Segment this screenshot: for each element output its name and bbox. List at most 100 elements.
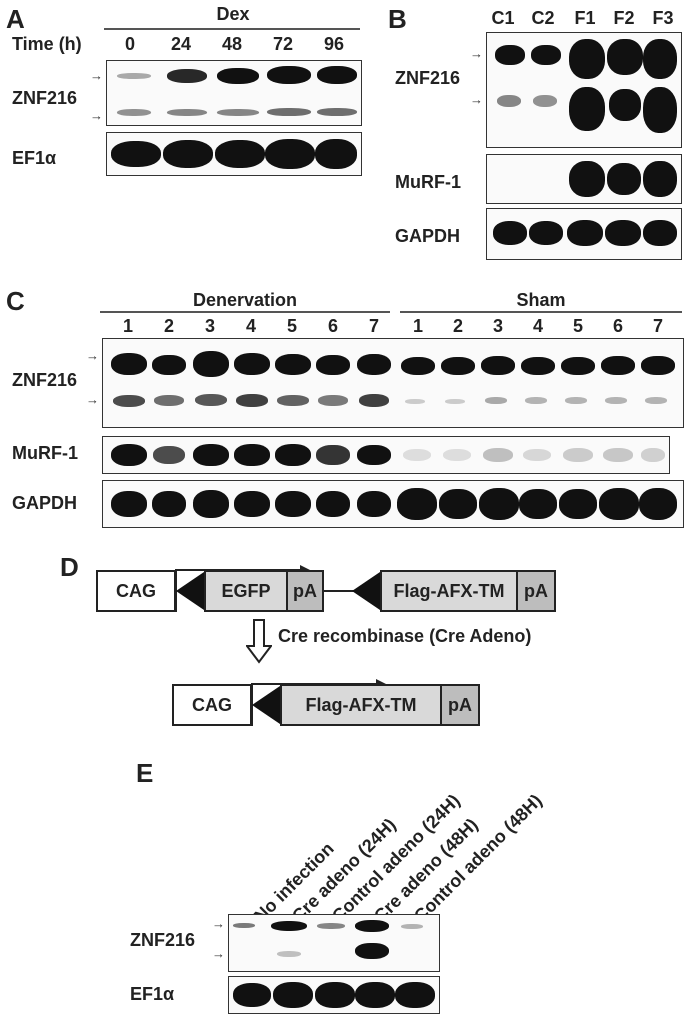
band — [355, 982, 395, 1008]
blot-b-murf1 — [486, 154, 682, 204]
time-lane-72: 72 — [272, 34, 294, 54]
band — [481, 356, 515, 375]
band — [569, 39, 605, 79]
band — [277, 951, 301, 957]
band — [265, 139, 315, 169]
sham-lane-4: 4 — [532, 316, 543, 336]
row-label-znf216-c: ZNF216 — [12, 370, 78, 390]
blot-e-ef1a — [228, 976, 440, 1014]
band — [217, 109, 259, 116]
panel-letter-a: A — [6, 4, 25, 34]
band — [193, 490, 229, 518]
blot-e-znf216 — [228, 914, 440, 972]
band — [607, 39, 643, 75]
row-label-ef1a-a: EF1α — [12, 148, 57, 168]
lane-f1: F1 — [574, 8, 596, 28]
band — [167, 69, 207, 83]
band — [569, 87, 605, 131]
band — [193, 444, 229, 466]
band — [357, 354, 391, 375]
loxp-triangle-icon — [352, 572, 380, 610]
band — [641, 448, 665, 462]
band — [523, 449, 551, 461]
lane-c2: C2 — [531, 8, 555, 28]
band — [233, 983, 271, 1007]
band — [215, 140, 265, 168]
row-label-znf216-b: ZNF216 — [395, 68, 461, 88]
den-lane-6: 6 — [327, 316, 338, 336]
pa-signal-2: pA — [516, 572, 554, 610]
row-label-znf216-a: ZNF216 — [12, 88, 78, 108]
panel-letter-d: D — [60, 552, 79, 582]
pa-signal-1: pA — [286, 572, 322, 610]
den-lane-1: 1 — [122, 316, 133, 336]
band — [401, 924, 423, 929]
flag-afx-tm-cassette: Flag-AFX-TM pA — [380, 570, 556, 612]
blot-c-murf1 — [102, 436, 670, 474]
band — [445, 399, 465, 404]
pa-signal-3: pA — [440, 686, 478, 724]
loxp-triangle-icon — [252, 686, 280, 724]
arrow-icon: → — [470, 92, 483, 107]
cre-recombinase-label: Cre recombinase (Cre Adeno) — [278, 626, 532, 646]
band — [639, 488, 677, 520]
panel-letter-c: C — [6, 286, 25, 316]
band — [111, 444, 147, 466]
sham-label: Sham — [516, 290, 566, 310]
blot-a-ef1a — [106, 132, 362, 176]
band — [397, 488, 437, 520]
blot-b-znf216 — [486, 32, 682, 148]
sham-lane-3: 3 — [492, 316, 503, 336]
arrow-icon: → — [470, 46, 483, 61]
band — [316, 355, 350, 375]
blot-b-gapdh — [486, 208, 682, 260]
den-lane-7: 7 — [368, 316, 379, 336]
row-label-murf1-b: MuRF-1 — [395, 172, 461, 192]
arrow-icon: → — [212, 916, 225, 931]
den-lane-2: 2 — [163, 316, 174, 336]
sham-lane-5: 5 — [572, 316, 583, 336]
band — [359, 394, 389, 407]
band — [439, 489, 477, 519]
time-lane-48: 48 — [221, 34, 243, 54]
band — [401, 357, 435, 375]
band — [317, 923, 345, 929]
sham-lane-1: 1 — [412, 316, 423, 336]
band — [163, 140, 213, 168]
band — [152, 355, 186, 375]
den-lane-5: 5 — [286, 316, 297, 336]
band — [519, 489, 557, 519]
band — [234, 353, 270, 375]
band — [521, 357, 555, 375]
den-lane-4: 4 — [245, 316, 256, 336]
band — [117, 109, 151, 116]
dex-rule — [104, 28, 360, 30]
band — [643, 161, 677, 197]
blot-a-znf216 — [106, 60, 362, 126]
band — [559, 489, 597, 519]
band — [277, 395, 309, 406]
connector-line — [324, 590, 354, 592]
band — [111, 141, 161, 167]
panel-letter-b: B — [388, 4, 407, 34]
loxp-triangle-icon — [176, 572, 204, 610]
band — [603, 448, 633, 462]
cag-promoter-box-recombined: CAG — [172, 684, 252, 726]
band — [153, 446, 185, 464]
band — [565, 397, 587, 404]
flag-afx-tm-label: Flag-AFX-TM — [393, 580, 505, 601]
sham-lane-6: 6 — [612, 316, 623, 336]
panel-letter-e: E — [136, 758, 154, 788]
band — [493, 221, 527, 245]
band — [525, 397, 547, 404]
band — [267, 66, 311, 84]
band — [273, 982, 313, 1008]
band — [317, 66, 357, 84]
lane-f3: F3 — [652, 8, 674, 28]
cag-promoter-box: CAG — [96, 570, 176, 612]
arrow-icon: → — [90, 108, 103, 123]
denervation-label: Denervation — [192, 290, 298, 310]
band — [529, 221, 563, 245]
band — [569, 161, 605, 197]
row-label-gapdh-b: GAPDH — [395, 226, 461, 246]
